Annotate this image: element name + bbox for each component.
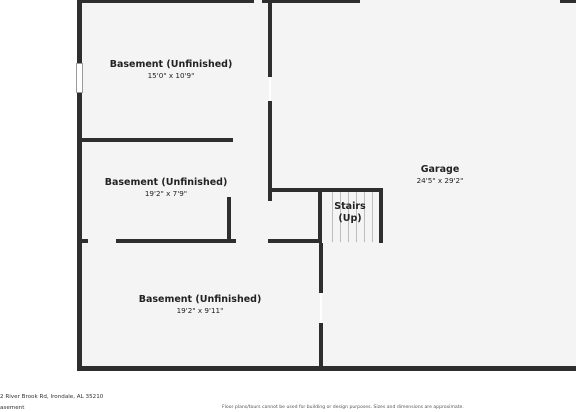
stair-tread [372, 192, 373, 242]
room-name: Basement (Unfinished) [138, 294, 262, 305]
floor-level-label: asement [0, 405, 25, 411]
window-left-wall [76, 63, 83, 93]
wall-basement2-bottom-left [80, 239, 88, 243]
room-name: Basement (Unfinished) [104, 177, 228, 188]
wall-basement3-garage-lower [319, 323, 323, 368]
room-label-basement-2: Basement (Unfinished) 19'2" x 7'9" [95, 177, 237, 199]
stairs-wall-left [318, 188, 322, 243]
outer-wall-top-left [77, 0, 254, 3]
wall-basement2-stub [227, 197, 231, 241]
room-name: Garage [420, 164, 460, 175]
room-name: Basement (Unfinished) [109, 59, 233, 70]
wall-basement2-bottom-right [268, 239, 322, 243]
disclaimer-text: Floor plans/tours cannot be used for bui… [222, 405, 464, 410]
garage-floor [272, 0, 576, 370]
property-address: 2 River Brook Rd, Irondale, AL 35210 [0, 394, 104, 400]
room-dimensions: 24'5" x 29'2" [416, 176, 464, 185]
wall-basement-garage-lower [268, 101, 272, 201]
stair-tread [364, 192, 365, 242]
door-opening-upper [269, 77, 271, 101]
room-label-garage: Garage 24'5" x 29'2" [390, 164, 490, 186]
room-dimensions: 15'0" x 10'9" [147, 71, 195, 80]
room-label-basement-3: Basement (Unfinished) 19'2" x 9'11" [129, 294, 271, 316]
room-label-stairs: Stairs (Up) [326, 201, 374, 225]
room-dimensions: 19'2" x 9'11" [176, 306, 224, 315]
outer-wall-left [77, 0, 82, 371]
room-dimensions: 19'2" x 7'9" [144, 189, 188, 198]
wall-basement2-bottom-middle [116, 239, 236, 243]
stairs-treads [324, 192, 379, 242]
wall-basement1-bottom [80, 138, 233, 142]
wall-basement-garage-upper [268, 0, 272, 77]
outer-wall-top-middle [262, 0, 360, 3]
stairs-wall-top [272, 188, 382, 192]
door-opening-lower [320, 293, 322, 323]
stair-tread [332, 192, 333, 242]
room-label-basement-1: Basement (Unfinished) 15'0" x 10'9" [100, 59, 242, 81]
stairs-wall-right [379, 188, 383, 243]
outer-wall-top-right [560, 0, 576, 3]
basement-floor [80, 0, 272, 370]
wall-basement3-garage-upper [319, 243, 323, 293]
outer-wall-bottom [77, 366, 576, 371]
stair-tread [340, 192, 341, 242]
stair-tread [356, 192, 357, 242]
stairs-direction: (Up) [338, 213, 362, 224]
stair-tread [348, 192, 349, 242]
stairs-name: Stairs [334, 201, 366, 212]
